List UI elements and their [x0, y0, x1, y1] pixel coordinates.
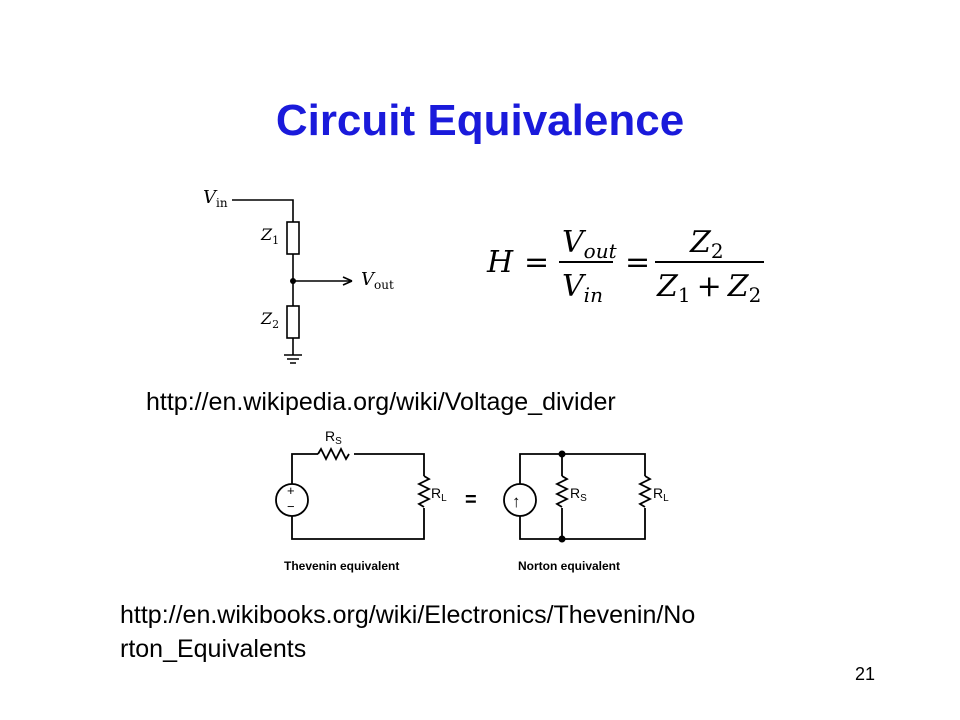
svg-text:Z2: Z2: [260, 309, 279, 331]
equals-sign: =: [465, 489, 477, 511]
current-source-icon: [503, 483, 537, 517]
svg-text:RS: RS: [325, 428, 342, 447]
formula-h: H: [486, 245, 514, 280]
svg-text:Z2: Z2: [689, 225, 724, 263]
minus-sign: −: [287, 499, 295, 514]
rs-label: R: [325, 428, 335, 444]
rl-resistor-thevenin: [416, 475, 432, 508]
voltage-source-icon: [275, 483, 309, 517]
formula-eq2: =: [625, 245, 650, 280]
rl-label-norton: R: [653, 485, 663, 501]
thevenin-norton-link[interactable]: http://en.wikibooks.org/wiki/Electronics…: [120, 601, 696, 663]
formula-eq1: =: [524, 245, 549, 280]
slide-title: Circuit Equivalence: [275, 96, 685, 145]
svg-text:Z1+Z2: Z1+Z2: [656, 269, 761, 307]
rs-label-norton: R: [570, 485, 580, 501]
vin-label: V: [203, 187, 218, 208]
z2-label: Z: [260, 309, 273, 328]
ground-icon: [284, 354, 302, 364]
junction-dot: [290, 278, 296, 284]
arrow-up-icon: ↑: [512, 492, 521, 511]
page-number: 21: [855, 664, 876, 684]
svg-text:Vin: Vin: [562, 269, 603, 307]
svg-text:RL: RL: [653, 485, 669, 504]
rs-resistor: [317, 446, 350, 462]
voltage-divider-link[interactable]: http://en.wikipedia.org/wiki/Voltage_div…: [146, 388, 616, 416]
rl-label-thevenin: R: [431, 485, 441, 501]
rs-resistor-norton: [554, 475, 570, 508]
rl-resistor-norton: [637, 475, 653, 508]
svg-text:Vout: Vout: [361, 269, 394, 292]
vout-label: V: [361, 269, 376, 290]
svg-text:Vin: Vin: [203, 187, 228, 210]
plus-sign: +: [287, 483, 295, 498]
thevenin-caption: Thevenin equivalent: [284, 559, 399, 573]
svg-text:RL: RL: [431, 485, 447, 504]
svg-text:Vout: Vout: [562, 225, 618, 263]
svg-text:Z1: Z1: [260, 225, 279, 247]
z1-label: Z: [260, 225, 273, 244]
svg-text:RS: RS: [570, 485, 587, 504]
norton-caption: Norton equivalent: [518, 559, 620, 573]
